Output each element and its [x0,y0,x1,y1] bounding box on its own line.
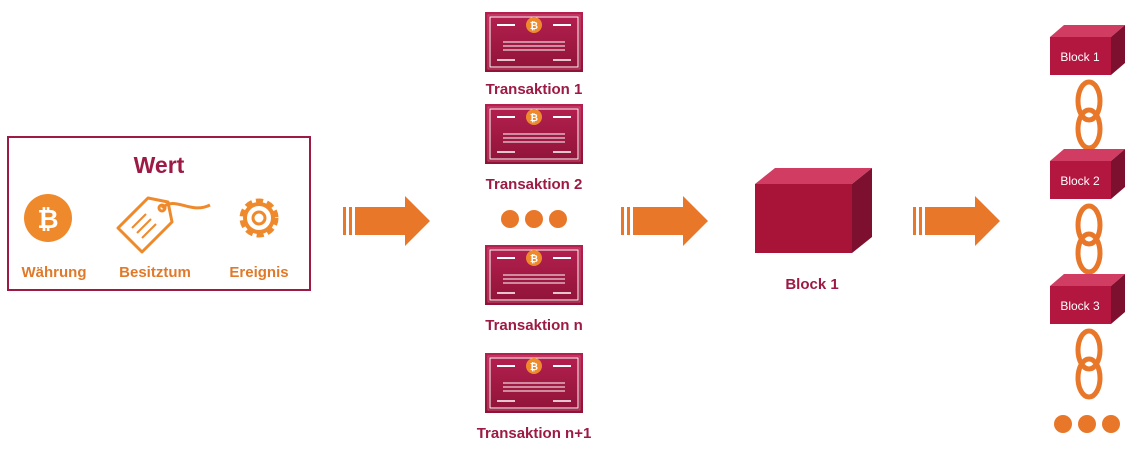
value-item-label: Währung [22,264,87,281]
transaction-certificate: ₿ [485,245,583,305]
price-tag-icon [116,196,211,254]
transaction-certificate: ₿ [485,104,583,164]
arrow-right-icon [621,196,708,246]
transaction-label: Transaktion n [485,317,583,334]
chain-block: Block 2 [1050,149,1125,199]
chain-block: Block 1 [1050,25,1125,75]
transaction-certificate: ₿ [485,12,583,72]
value-item-label: Ereignis [229,264,288,281]
chain-link-icon [1075,79,1103,400]
transaction-certificate: ₿ [485,353,583,413]
ellipsis-icon [501,210,567,228]
chain-block-label: Block 1 [1060,50,1100,64]
chain-block-label: Block 2 [1060,174,1100,188]
bitcoin-icon: ₿ [24,194,72,242]
transaction-label: Transaktion n+1 [477,425,592,442]
arrow-right-icon [343,196,430,246]
svg-text:₿: ₿ [530,20,538,32]
svg-text:₿: ₿ [530,112,538,124]
block-cube [755,168,872,253]
arrow-right-icon [913,196,1000,246]
gear-icon [239,198,279,238]
transaction-label: Transaktion 1 [486,81,583,98]
value-item-label: Besitztum [119,264,191,281]
value-box-title: Wert [134,152,185,178]
block-label: Block 1 [785,276,838,293]
chain-block: Block 3 [1050,274,1125,324]
svg-text:₿: ₿ [37,204,58,234]
chain-block-label: Block 3 [1060,299,1100,313]
svg-text:₿: ₿ [530,361,538,373]
transaction-label: Transaktion 2 [486,176,583,193]
ellipsis-icon [1054,415,1120,433]
value-box: Wert ₿ Währung Besitztum Ereignis [7,136,311,291]
svg-text:₿: ₿ [530,253,538,265]
